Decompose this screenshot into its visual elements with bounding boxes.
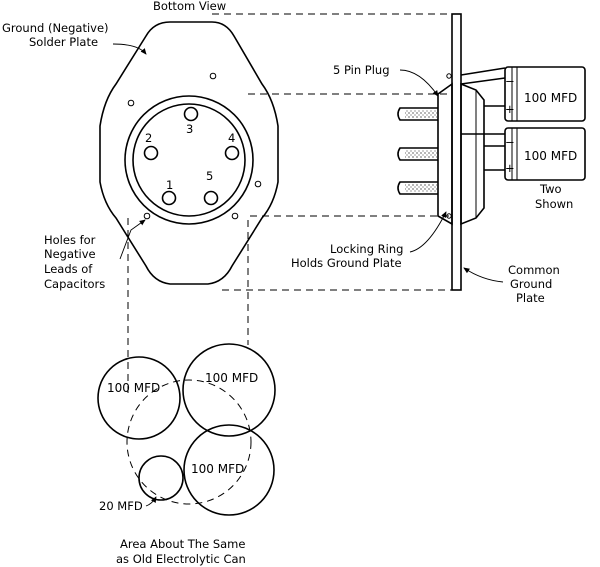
pin-label-2: 2 <box>145 131 152 145</box>
socket-outer-ring <box>124 95 254 225</box>
ground-plate-leader <box>112 43 147 55</box>
area-cap-label-left: 100 MFD <box>107 381 160 395</box>
solder-hole <box>143 212 151 220</box>
bottom-view-title: Bottom View <box>153 0 226 13</box>
area-comparison: 100 MFD 100 MFD 100 MFD 20 MFD <box>97 343 276 516</box>
cap-bottom-minus: − <box>505 135 515 149</box>
pin-4 <box>224 145 240 161</box>
area-cap-label-right: 100 MFD <box>205 371 258 385</box>
solder-hole <box>231 212 239 220</box>
area-cap-label-bottom: 100 MFD <box>191 462 244 476</box>
common-ground-plate <box>451 13 462 291</box>
plate-hole <box>446 73 452 79</box>
two-shown-label-2: Shown <box>535 197 573 211</box>
pin-2 <box>143 145 159 161</box>
holes-label-3: Leads of <box>44 262 93 276</box>
cap-bottom-label: 100 MFD <box>524 149 577 163</box>
cap-bottom-plus: + <box>505 161 515 175</box>
pin-1 <box>161 190 177 206</box>
old-can-outline <box>126 379 252 505</box>
capacitor-bottom: 100 MFD − + <box>504 127 586 181</box>
pin-3 <box>183 106 199 122</box>
pin-label-3: 3 <box>186 122 193 136</box>
cap-footprint-small <box>138 455 184 501</box>
ground-plate-label-2: Solder Plate <box>29 35 98 49</box>
common-ground-leader <box>463 267 504 283</box>
locking-ring-label-1: Locking Ring <box>330 242 403 256</box>
plug-label: 5 Pin Plug <box>333 63 390 77</box>
socket-inner-ring <box>132 103 246 217</box>
common-ground-label-2: Ground <box>510 277 552 291</box>
cap-top-label: 100 MFD <box>524 91 577 105</box>
holes-label-2: Negative <box>44 247 96 261</box>
common-ground-label-3: Plate <box>516 291 545 305</box>
plug-pins <box>397 107 438 195</box>
plug-body <box>437 82 453 226</box>
ground-plate-label-1: Ground (Negative) <box>2 21 109 35</box>
two-shown-label-1: Two <box>539 182 562 196</box>
cap-top-minus: − <box>505 74 515 88</box>
holes-label-4: Capacitors <box>44 277 105 291</box>
pin-label-1: 1 <box>166 178 173 192</box>
solder-hole <box>254 180 262 188</box>
solder-hole <box>127 99 135 107</box>
area-note-1: Area About The Same <box>120 537 245 551</box>
cap-footprint-left <box>97 356 181 440</box>
cap-footprint-right <box>182 343 276 437</box>
pin-label-4: 4 <box>228 131 235 145</box>
plug-leader <box>399 69 439 97</box>
cap-top-plus: + <box>505 102 515 116</box>
solder-hole <box>209 72 217 80</box>
holes-label-1: Holes for <box>44 233 96 247</box>
small-cap-leader <box>145 496 157 507</box>
plate-hole <box>446 213 452 219</box>
capacitor-top: 100 MFD − + <box>504 66 586 122</box>
locking-ring-label-2: Holds Ground Plate <box>291 256 402 270</box>
locking-ring <box>460 82 485 226</box>
small-cap-label: 20 MFD <box>99 499 143 513</box>
pin-label-5: 5 <box>206 169 213 183</box>
locking-ring-leader <box>409 211 447 253</box>
pin-5 <box>203 190 219 206</box>
holes-leader <box>119 219 146 260</box>
capacitor-leads <box>460 67 506 171</box>
common-ground-label-1: Common <box>508 263 560 277</box>
area-note-2: as Old Electrolytic Can <box>116 552 246 566</box>
base-outline <box>99 21 279 285</box>
projection-lines <box>127 13 452 395</box>
cap-footprint-bottom <box>183 424 275 516</box>
